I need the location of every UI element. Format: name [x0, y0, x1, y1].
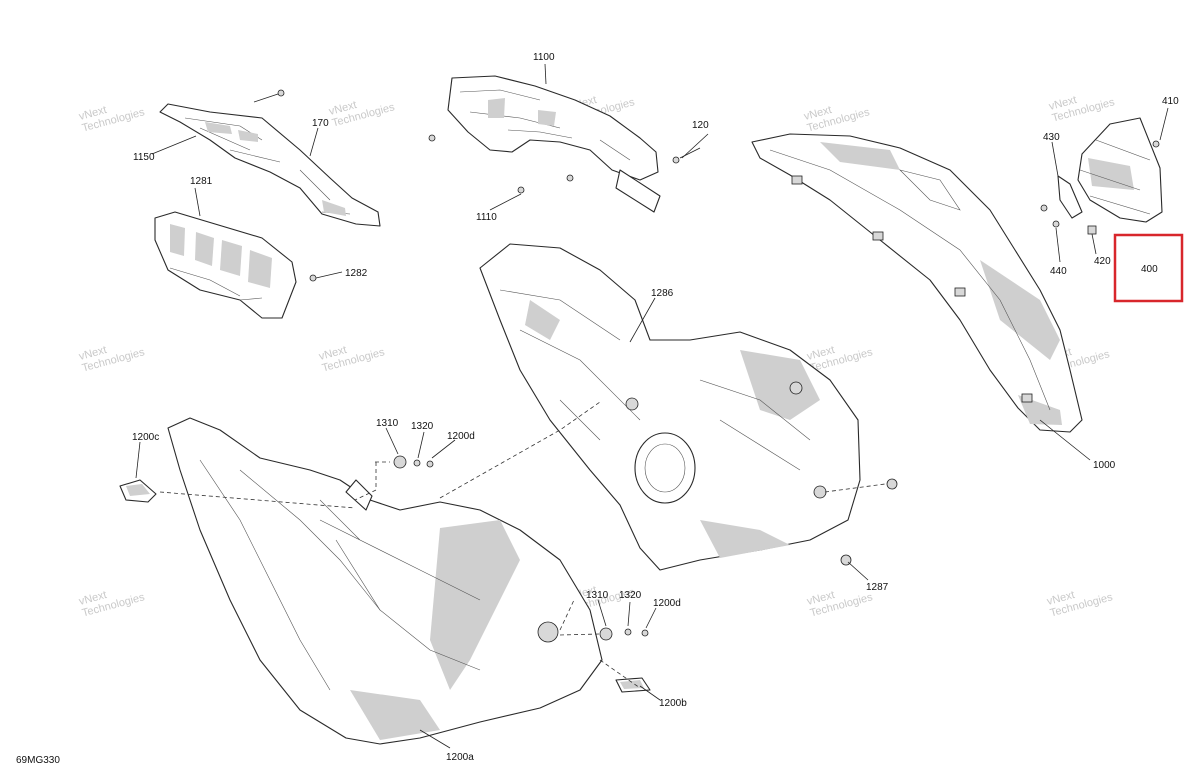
callout-1310-lower[interactable]: 1310	[586, 590, 609, 601]
leader-lines	[135, 63, 1169, 749]
callout-1000[interactable]: 1000	[1093, 460, 1116, 471]
part-1200a-lower-panel[interactable]	[167, 417, 603, 745]
callout-1200d-upper[interactable]: 1200d	[447, 431, 475, 442]
callout-1287[interactable]: 1287	[866, 582, 889, 593]
callout-120[interactable]: 120	[692, 120, 709, 131]
part-1200b-clip[interactable]	[615, 677, 651, 693]
callout-1200d-lower[interactable]: 1200d	[653, 598, 681, 609]
part-1286-console[interactable]	[479, 243, 861, 571]
fastener-bolt-1150	[253, 89, 285, 103]
callout-430[interactable]: 430	[1043, 132, 1060, 143]
fastener-1282	[309, 274, 317, 282]
callout-1150[interactable]: 1150	[133, 152, 155, 163]
callout-420[interactable]: 420	[1094, 256, 1111, 267]
fastener-screws-1100	[428, 134, 701, 194]
callout-1200c[interactable]: 1200c	[132, 432, 159, 443]
part-400-trim[interactable]	[1077, 117, 1163, 223]
callout-440[interactable]: 440	[1050, 266, 1067, 277]
callout-1100[interactable]: 1100	[533, 52, 555, 63]
part-1000-side-panel[interactable]	[751, 133, 1083, 433]
callout-1282[interactable]: 1282	[345, 268, 368, 279]
callout-1310-upper[interactable]: 1310	[376, 418, 399, 429]
fastener-1287-washers	[840, 478, 898, 566]
callout-400[interactable]: 400	[1141, 264, 1158, 275]
diagram-code: 69MG330	[16, 755, 60, 766]
assembly-lines	[159, 401, 886, 689]
callout-1320-lower[interactable]: 1320	[619, 590, 642, 601]
callout-170[interactable]: 170	[312, 118, 329, 129]
part-1100-dash-panel[interactable]	[447, 75, 661, 213]
callout-1320-upper[interactable]: 1320	[411, 421, 434, 432]
callout-1110[interactable]: 1110	[476, 212, 497, 223]
part-1150-bracket[interactable]	[159, 103, 381, 227]
highlight-box-400	[1113, 233, 1184, 303]
callout-1200b[interactable]: 1200b	[659, 698, 687, 709]
fastener-stack-upper	[393, 455, 434, 469]
part-1281-grille[interactable]	[154, 211, 297, 319]
callout-labels: 1100 1150 170 120 1110 1281 1282 1286 41…	[132, 52, 1179, 763]
callout-410[interactable]: 410	[1162, 96, 1179, 107]
callout-1286[interactable]: 1286	[651, 288, 674, 299]
callout-1200a[interactable]: 1200a	[446, 752, 474, 763]
callout-1281[interactable]: 1281	[190, 176, 213, 187]
fastener-stack-lower	[599, 627, 649, 641]
part-1200c-clip[interactable]	[119, 479, 157, 503]
